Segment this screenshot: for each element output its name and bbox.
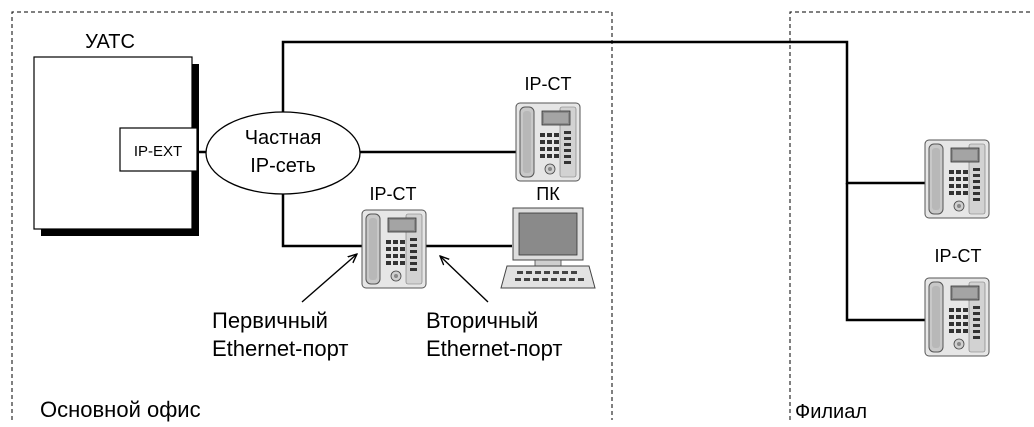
private-ip-network	[205, 111, 361, 195]
ip-phone-icon	[924, 139, 990, 219]
ip-phone-icon	[924, 277, 990, 357]
ip-phone-mid-label: IP-CT	[370, 184, 417, 204]
network-label-line2: IP-сеть	[250, 155, 316, 177]
ip-phone-icon	[515, 102, 581, 182]
primary-port-label-line1: Первичный	[212, 308, 328, 333]
ip-ext-card	[119, 127, 198, 172]
network-label-line1: Частная	[245, 127, 322, 149]
branch-ip-phone-label: IP-CT	[935, 246, 982, 266]
pc-label: ПК	[536, 184, 560, 204]
network-to-branch-line	[281, 40, 925, 185]
secondary-port-arrow	[440, 256, 489, 303]
ip-ext-label: IP-EXT	[134, 143, 182, 160]
pbx-label: УАТС	[85, 31, 135, 53]
branch-office-label: Филиал	[795, 401, 867, 423]
main-office-boundary	[11, 11, 613, 420]
primary-port-arrow	[301, 254, 357, 303]
ip-phone-top-label: IP-CT	[525, 74, 572, 94]
branch-second-phone-line	[845, 183, 925, 322]
primary-port-label-line2: Ethernet-порт	[212, 336, 348, 361]
secondary-port-label-line2: Ethernet-порт	[426, 336, 562, 361]
secondary-port-label-line1: Вторичный	[426, 308, 538, 333]
connection-lines	[197, 40, 925, 322]
pc-icon	[500, 207, 596, 289]
main-office-label: Основной офис	[40, 397, 201, 422]
network-to-mid-phone-line	[281, 193, 364, 248]
pbx: IP-EXT	[33, 56, 199, 236]
ip-phone-icon	[361, 209, 427, 289]
branch-office-boundary	[789, 11, 1030, 420]
